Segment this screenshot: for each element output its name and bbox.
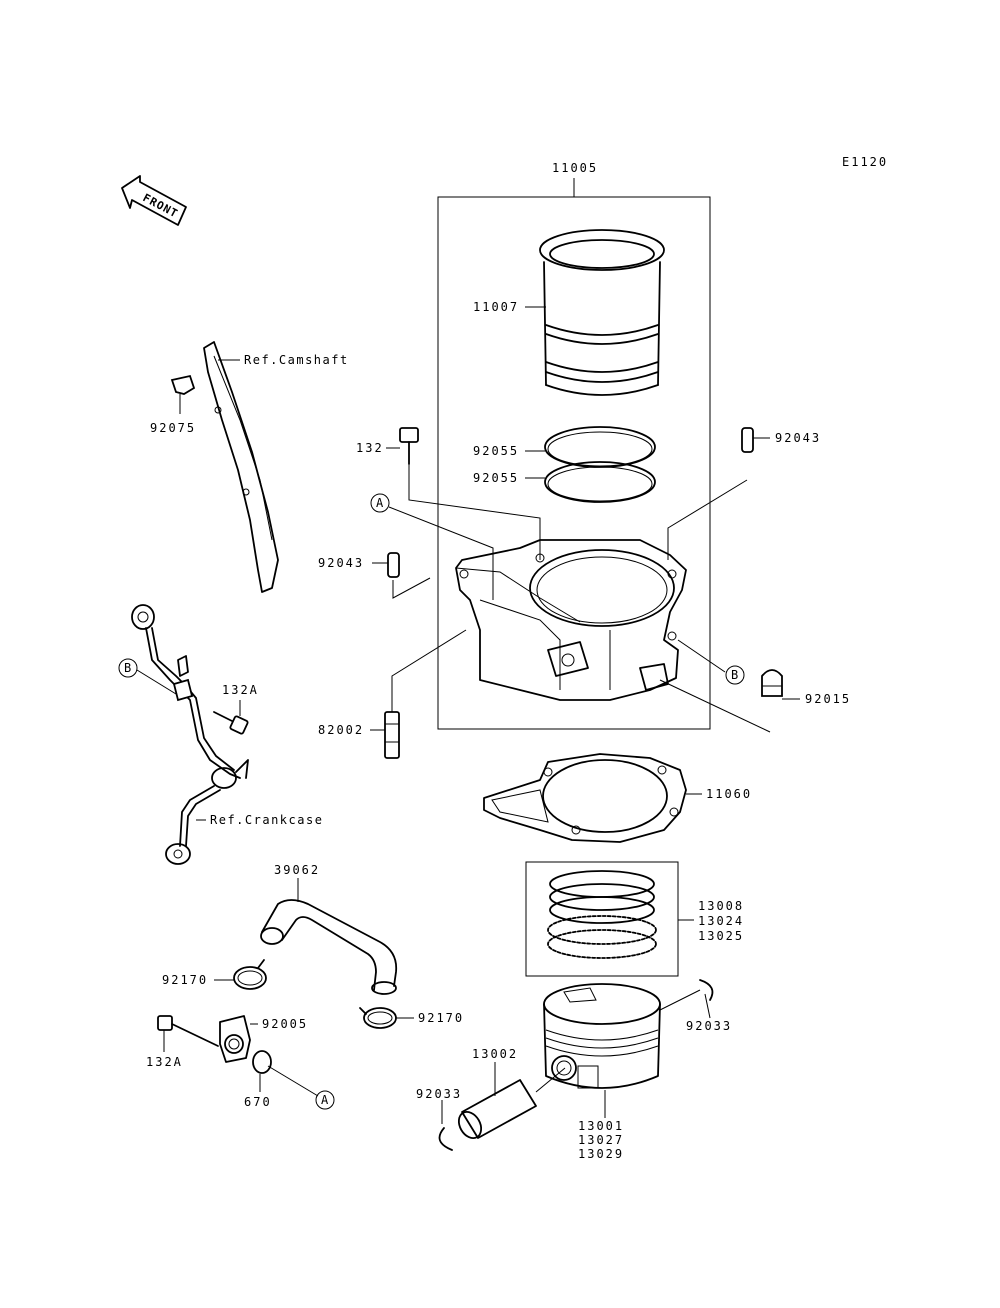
- front-arrow-icon: FRONT: [121, 175, 187, 226]
- label-92005: 92005: [262, 1017, 308, 1031]
- label-92043-right: 92043: [775, 431, 821, 445]
- label-13002: 13002: [472, 1047, 518, 1061]
- cap-nut: [761, 669, 783, 697]
- label-11005: 11005: [552, 161, 598, 175]
- dowel-pin-right: [741, 427, 754, 453]
- label-92043-left: 92043: [318, 556, 364, 570]
- bolt-132a-upper: [213, 711, 249, 735]
- label-670: 670: [244, 1095, 272, 1109]
- label-13001: 13001: [578, 1119, 624, 1133]
- svg-text:B: B: [124, 661, 131, 675]
- label-92170-left: 92170: [162, 973, 208, 987]
- cylinder-block: [455, 539, 687, 701]
- hose-clamp-left: [233, 959, 267, 990]
- hose-clamp-right: [359, 1007, 397, 1029]
- hose-fitting: [219, 1015, 251, 1063]
- label-92055-lower: 92055: [473, 471, 519, 485]
- cam-chain-guide: [203, 341, 279, 593]
- svg-text:A: A: [321, 1093, 329, 1107]
- label-132a-upper: 132A: [222, 683, 259, 697]
- label-13008: 13008: [698, 899, 744, 913]
- bolt-132: [399, 427, 419, 465]
- piston: [543, 983, 661, 1089]
- dowel-pin-left: [387, 552, 400, 578]
- o-ring-670: [252, 1050, 272, 1074]
- label-11060: 11060: [706, 787, 752, 801]
- o-ring-upper: [544, 426, 656, 468]
- bolt-132a-lower: [157, 1015, 219, 1047]
- ref-crankcase: Ref.Crankcase: [210, 813, 323, 827]
- label-13027: 13027: [578, 1133, 624, 1147]
- label-132a-lower: 132A: [146, 1055, 183, 1069]
- label-13025: 13025: [698, 929, 744, 943]
- svg-text:B: B: [731, 668, 738, 682]
- stud-bolt: [384, 711, 400, 759]
- cylinder-assembly-bracket: [437, 178, 711, 730]
- label-13029: 13029: [578, 1147, 624, 1161]
- callout-b-left: B: [118, 658, 138, 678]
- label-92170-right: 92170: [418, 1011, 464, 1025]
- label-13024: 13024: [698, 914, 744, 928]
- label-82002: 82002: [318, 723, 364, 737]
- piston-pin: [457, 1079, 537, 1140]
- callout-a-lower: A: [315, 1090, 335, 1110]
- clip-92075: [170, 374, 196, 395]
- label-92033-left: 92033: [416, 1087, 462, 1101]
- circlip-right: [699, 979, 714, 1001]
- piston-ring-set: [525, 861, 679, 977]
- circlip-left: [438, 1127, 453, 1151]
- base-gasket: [483, 753, 687, 843]
- diagram-code: E1120: [842, 155, 888, 169]
- label-92033-right: 92033: [686, 1019, 732, 1033]
- label-92075: 92075: [150, 421, 196, 435]
- callout-a-upper: A: [370, 493, 390, 513]
- label-132: 132: [356, 441, 384, 455]
- coolant-hose: [260, 899, 398, 995]
- svg-text:A: A: [376, 496, 384, 510]
- label-92015: 92015: [805, 692, 851, 706]
- label-39062: 39062: [274, 863, 320, 877]
- ref-camshaft: Ref.Camshaft: [244, 353, 349, 367]
- callout-b-right: B: [725, 665, 745, 685]
- cylinder-liner: [539, 229, 665, 396]
- o-ring-lower: [544, 461, 656, 503]
- oil-pipe: [131, 604, 249, 865]
- label-11007: 11007: [473, 300, 519, 314]
- label-92055-upper: 92055: [473, 444, 519, 458]
